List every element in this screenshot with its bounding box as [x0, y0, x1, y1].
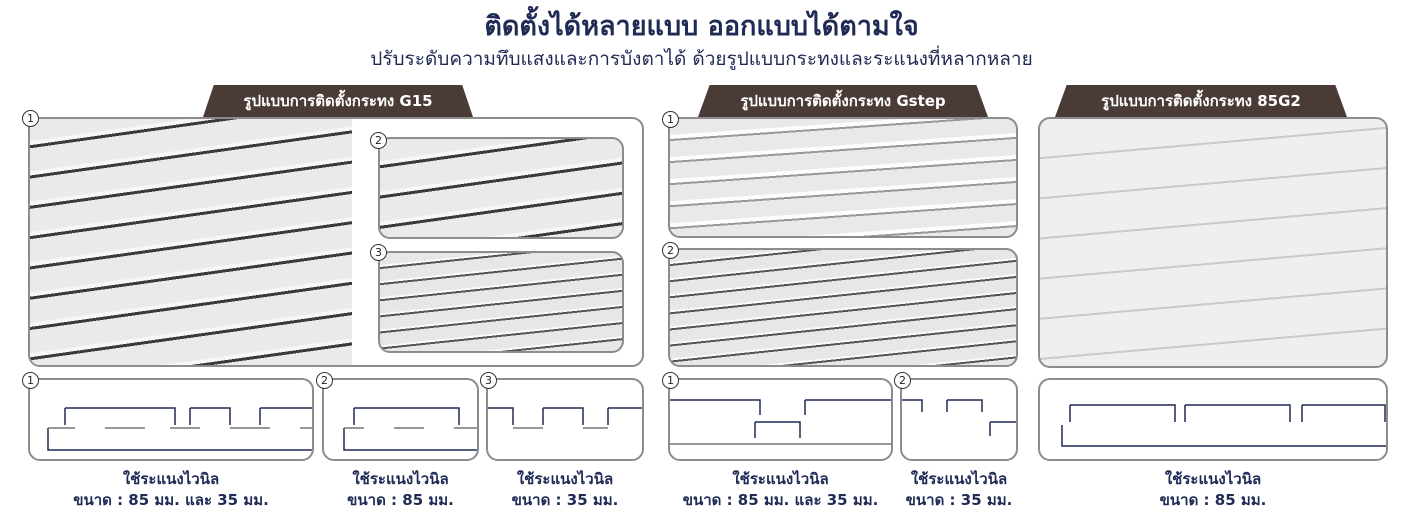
- tab-g15: รูปแบบการติดตั้งกระทง G15: [203, 85, 473, 117]
- number-badge: 2: [894, 372, 911, 389]
- tab-gstep: รูปแบบการติดตั้งกระทง Gstep: [698, 85, 988, 117]
- gstep-style1-image: [668, 117, 1018, 238]
- caption-line2: ขนาด : 85 มม. และ 35 มม.: [73, 491, 269, 509]
- caption-line1: ใช้ระแนงไวนิล: [516, 470, 614, 488]
- number-badge: 3: [480, 372, 497, 389]
- caption-g15-3: ใช้ระแนงไวนิลขนาด : 35 มม.: [486, 469, 644, 511]
- number-badge: 1: [662, 111, 679, 128]
- g15-panel: [28, 117, 644, 367]
- caption-line1: ใช้ระแนงไวนิล: [352, 470, 449, 488]
- gstep-profile-1: [668, 378, 893, 461]
- number-badge: 2: [662, 242, 679, 259]
- caption-line1: ใช้ระแนงไวนิล: [122, 470, 220, 488]
- page-subtitle: ปรับระดับความทึบแสงและการบังตาได้ ด้วยรู…: [370, 48, 1033, 70]
- number-badge: 2: [370, 132, 387, 149]
- tab-85g2: รูปแบบการติดตั้งกระทง 85G2: [1055, 85, 1347, 117]
- number-badge: 3: [370, 244, 387, 261]
- gstep-style2-image: [668, 248, 1018, 367]
- caption-line2: ขนาด : 35 มม.: [905, 491, 1013, 509]
- number-badge: 1: [662, 372, 679, 389]
- caption-line2: ขนาด : 85 มม. และ 35 มม.: [682, 491, 879, 509]
- caption-line1: ใช้ระแนงไวนิล: [732, 470, 829, 488]
- caption-line2: ขนาด : 85 มม.: [1159, 491, 1267, 509]
- g15-style1-image: [30, 119, 352, 365]
- caption-line1: ใช้ระแนงไวนิล: [1164, 470, 1262, 488]
- caption-g15-2: ใช้ระแนงไวนิลขนาด : 85 มม.: [318, 469, 483, 511]
- caption-85g2: ใช้ระแนงไวนิลขนาด : 85 มม.: [1038, 469, 1388, 511]
- g15-style3-image: [378, 251, 624, 353]
- caption-line1: ใช้ระแนงไวนิล: [910, 470, 1008, 488]
- g15-profile-2: [322, 378, 479, 461]
- caption-g15-1: ใช้ระแนงไวนิลขนาด : 85 มม. และ 35 มม.: [28, 469, 314, 511]
- number-badge: 1: [22, 372, 39, 389]
- gstep-profile-2: [900, 378, 1018, 461]
- caption-line2: ขนาด : 35 มม.: [511, 491, 619, 509]
- number-badge: 2: [316, 372, 333, 389]
- 85g2-profile: [1038, 378, 1388, 461]
- caption-gstep-1: ใช้ระแนงไวนิลขนาด : 85 มม. และ 35 มม.: [668, 469, 893, 511]
- g15-profile-1: [28, 378, 314, 461]
- number-badge: 1: [22, 110, 39, 127]
- page-title: ติดตั้งได้หลายแบบ ออกแบบได้ตามใจ: [484, 11, 919, 42]
- caption-gstep-2: ใช้ระแนงไวนิลขนาด : 35 มม.: [893, 469, 1025, 511]
- g15-profile-3: [486, 378, 644, 461]
- 85g2-image: [1038, 117, 1388, 368]
- caption-line2: ขนาด : 85 มม.: [347, 491, 454, 509]
- g15-style2-image: [378, 137, 624, 239]
